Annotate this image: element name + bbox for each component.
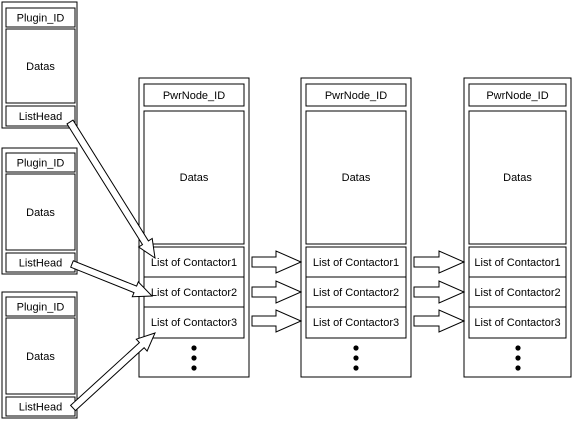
- pwrnode-3-id-label: PwrNode_ID: [486, 90, 548, 102]
- pwrnode-3-id-box: [468, 83, 567, 107]
- plugin-2-data-label: Datas: [26, 207, 55, 219]
- pwrnode-block-3: PwrNode_ID Datas List of Contactor1 List…: [463, 77, 572, 378]
- pwrnode-1-data-box: [143, 110, 245, 245]
- pwrnode-2-contactor-3-label: List of Contactor3: [313, 317, 399, 329]
- pwrnode-1-contactor-1-label: List of Contactor1: [151, 257, 237, 269]
- plugin-block-3: Plugin_ID Datas ListHead: [1, 291, 78, 419]
- arrow-listhead-2-to-contactor-2: [70, 260, 154, 298]
- plugin-1-id-box: [5, 7, 76, 28]
- pwrnode-2-ellipsis: [353, 345, 359, 371]
- plugin-3-id-box: [5, 296, 76, 317]
- pwrnode-1-id-label: PwrNode_ID: [163, 90, 225, 102]
- plugin-1-data-label: Datas: [26, 61, 55, 73]
- pwrnode-2-id-label: PwrNode_ID: [325, 90, 387, 102]
- plugin-2-listhead-label: ListHead: [19, 258, 62, 270]
- arrow-node2-to-node3-contactor-1: [413, 250, 466, 274]
- pwrnode-2-contactor-3-box: [305, 306, 407, 339]
- pwrnode-2-contactor-1-box: [305, 246, 407, 278]
- pwrnode-2-contactor-2-label: List of Contactor2: [313, 287, 399, 299]
- plugin-1-data-box: [5, 28, 76, 104]
- plugin-3-data-label: Datas: [26, 351, 55, 363]
- pwrnode-1-ellipsis: [191, 345, 197, 371]
- pwrnode-3-contactor-1-label: List of Contactor1: [474, 257, 560, 269]
- pwrnode-3-data-box: [468, 110, 567, 245]
- plugin-3-data-box: [5, 317, 76, 395]
- pwrnode-1-id-box: [143, 83, 245, 107]
- pwrnode-3-data-label: Datas: [503, 172, 532, 184]
- pwrnode-2-id-box: [305, 83, 407, 107]
- plugin-1-id-label: Plugin_ID: [17, 13, 65, 25]
- pwrnode-3-contactor-3-label: List of Contactor3: [474, 317, 560, 329]
- plugin-1-listhead-label: ListHead: [19, 111, 62, 123]
- pwrnode-2-contactor-1-label: List of Contactor1: [313, 257, 399, 269]
- pwrnode-3-ellipsis: [515, 345, 521, 371]
- pwrnode-2-data-box: [305, 110, 407, 245]
- plugin-2-data-box: [5, 173, 76, 251]
- arrow-node1-to-node2-contactor-2: [251, 280, 303, 304]
- arrow-listhead-1-to-contactor-1: [66, 119, 156, 260]
- arrow-node2-to-node3-contactor-3: [413, 309, 466, 333]
- plugin-1-listhead-box: [5, 105, 76, 127]
- pwrnode-2-data-label: Datas: [342, 172, 371, 184]
- arrow-node2-to-node3-contactor-2: [413, 280, 466, 304]
- pwrnode-3-contactor-2-label: List of Contactor2: [474, 287, 560, 299]
- arrow-node1-to-node2-contactor-1: [251, 250, 303, 274]
- pwrnode-1-contactor-3-box: [143, 306, 245, 339]
- pwrnode-1-contactor-3-label: List of Contactor3: [151, 317, 237, 329]
- pwrnode-1-data-label: Datas: [180, 172, 209, 184]
- pwrnode-block-2: PwrNode_ID Datas List of Contactor1 List…: [300, 77, 412, 378]
- arrows-layer: [66, 119, 466, 412]
- plugin-block-1: Plugin_ID Datas ListHead: [1, 1, 78, 129]
- arrow-node1-to-node2-contactor-3: [251, 309, 303, 333]
- arrow-listhead-3-to-contactor-3: [69, 332, 156, 412]
- plugin-3-listhead-label: ListHead: [19, 402, 62, 414]
- pwrnode-3-contactor-1-box: [468, 246, 567, 278]
- pwrnode-block-1: PwrNode_ID Datas List of Contactor1 List…: [138, 77, 250, 378]
- pwrnode-3-contactor-2-box: [468, 276, 567, 308]
- pwrnode-1-contactor-2-label: List of Contactor2: [151, 287, 237, 299]
- plugin-2-id-label: Plugin_ID: [17, 158, 65, 170]
- pwrnode-2-contactor-2-box: [305, 276, 407, 308]
- plugin-block-2: Plugin_ID Datas ListHead: [1, 147, 78, 275]
- plugin-3-id-label: Plugin_ID: [17, 302, 65, 314]
- pwrnode-3-contactor-3-box: [468, 306, 567, 339]
- plugin-2-id-box: [5, 152, 76, 173]
